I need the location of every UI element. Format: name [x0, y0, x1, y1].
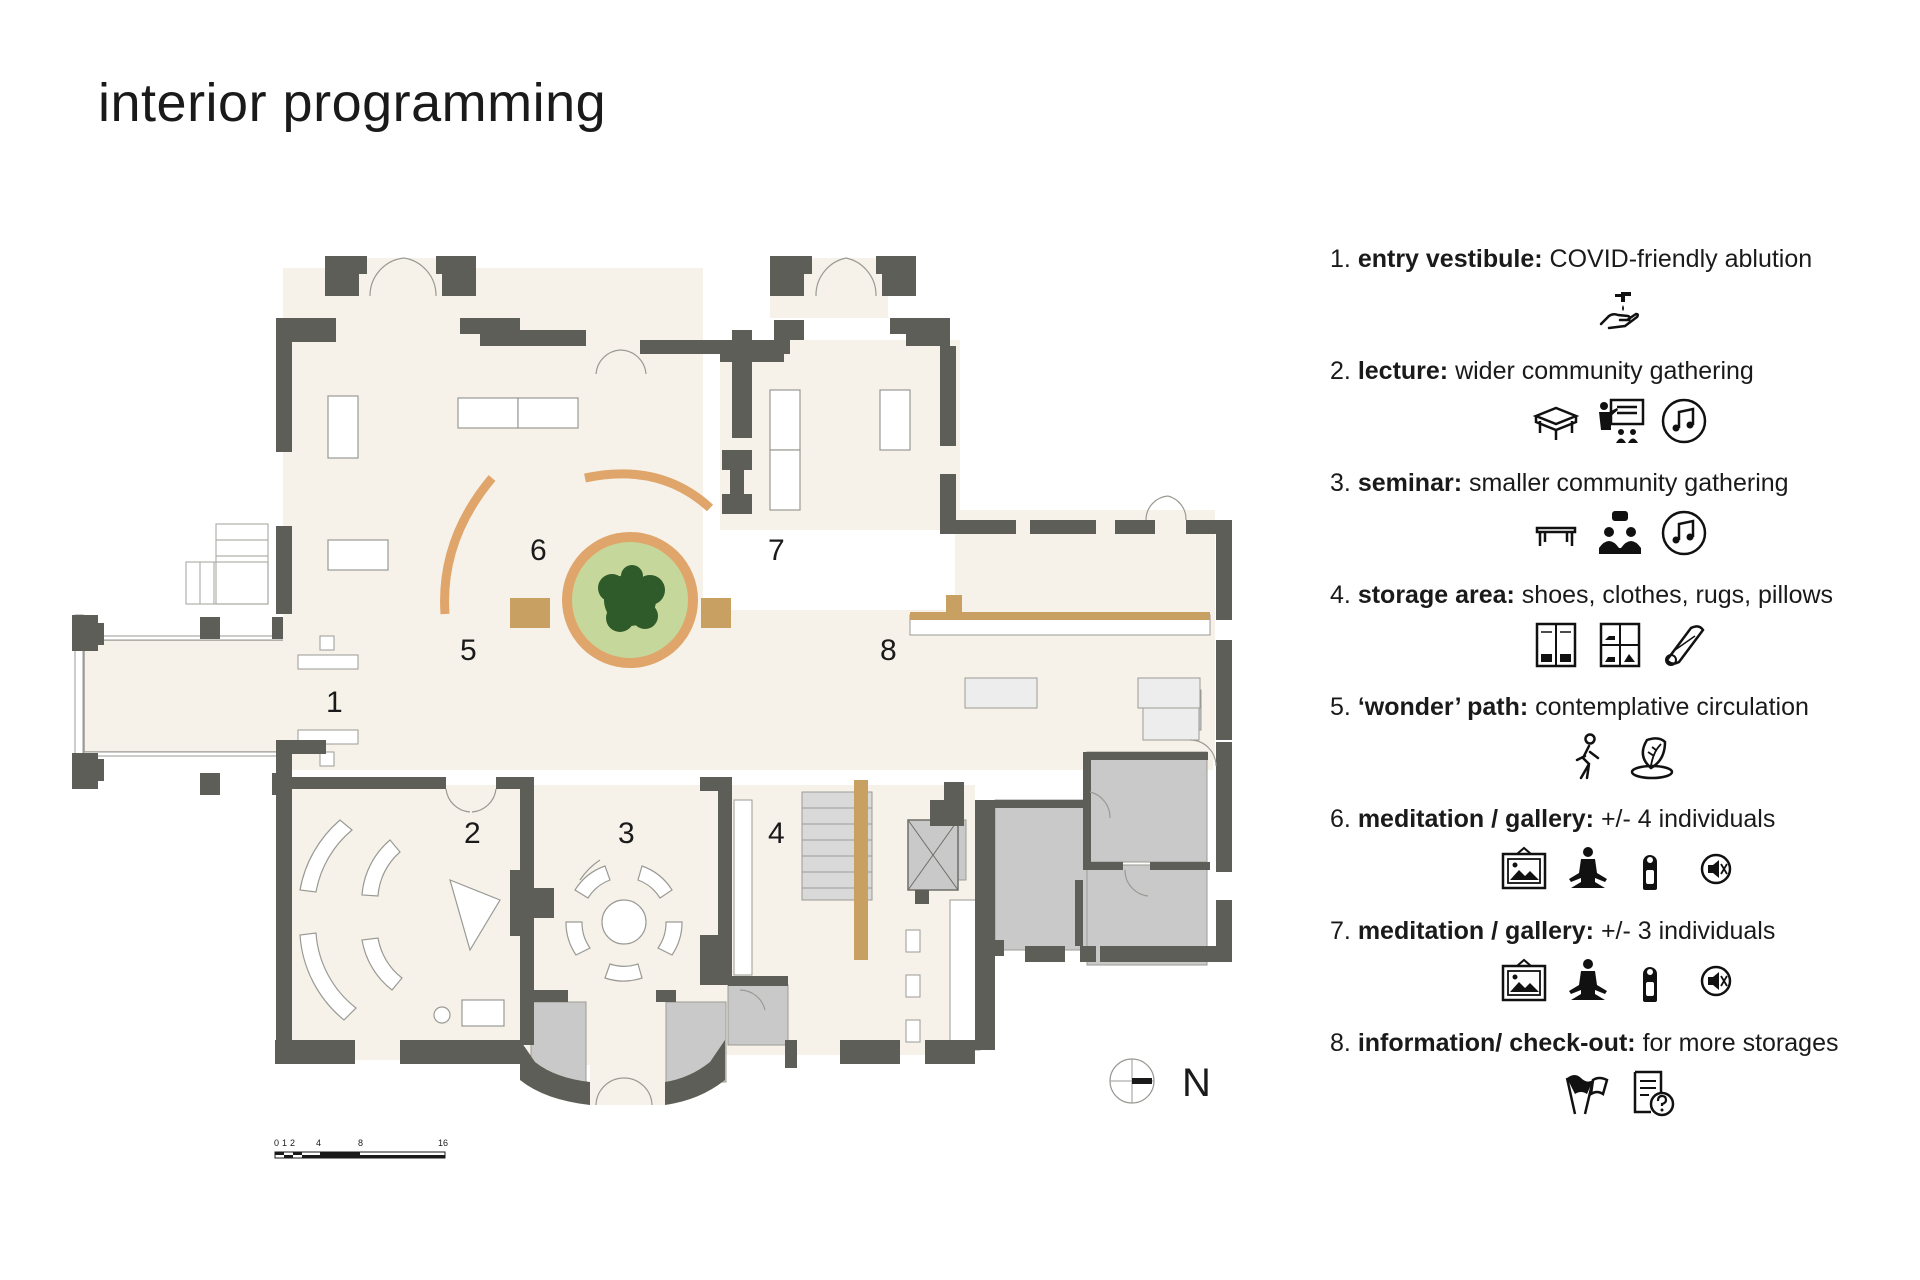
legend-item-7: 7. meditation / gallery: +/- 3 individua… [1330, 916, 1910, 1002]
mute-icon [1700, 853, 1732, 885]
lecture-seating [299, 819, 505, 1027]
shoe-shelf-icon [1599, 622, 1641, 668]
wonder-path [440, 469, 714, 615]
legend-term: ‘wonder’ path: [1357, 693, 1529, 721]
north-arrow: N [1109, 1058, 1211, 1105]
table-icon [1532, 406, 1580, 440]
legend-item-3: 3. seminar: smaller community gathering [1330, 468, 1910, 556]
legend-term: lecture: [1357, 357, 1449, 385]
walking-person-icon [1575, 733, 1600, 780]
small-table-icon [1535, 526, 1577, 546]
legend-item-5: 5. ‘wonder’ path: contemplative circulat… [1330, 692, 1910, 780]
room-label-8: 8 [880, 634, 897, 667]
scale-label-0: 0 [274, 1138, 279, 1148]
legend-num: 6. [1330, 805, 1351, 833]
legend-desc: for more storages [1642, 1029, 1839, 1057]
doors [369, 257, 1217, 1106]
stairs-8 [964, 677, 1201, 741]
scale-bar: 0 1 2 4 8 16 [274, 1138, 448, 1159]
room-label-4: 4 [768, 817, 785, 850]
legend-item-2: 2. lecture: wider community gathering [1330, 356, 1910, 444]
room-label-5: 5 [460, 634, 477, 667]
legend-term: information/ check-out: [1357, 1029, 1636, 1057]
music-icon [1661, 510, 1707, 556]
legend-num: 5. [1330, 693, 1351, 721]
legend-item-4: 4. storage area: shoes, clothes, rugs, p… [1330, 580, 1910, 668]
legend-item-6: 6. meditation / gallery: +/- 4 individua… [1330, 804, 1910, 890]
floor-plan: 1 2 3 4 5 6 7 8 0 1 2 4 8 16 N [72, 256, 1232, 1159]
picture-frame-icon [1501, 958, 1547, 1002]
legend-term: storage area: [1357, 581, 1515, 609]
info-counter [909, 595, 1211, 636]
page-title: interior programming [98, 73, 607, 133]
legend-num: 4. [1330, 581, 1351, 609]
legend-desc: shoes, clothes, rugs, pillows [1521, 581, 1834, 609]
legend-desc: COVID-friendly ablution [1549, 245, 1813, 273]
legend-item-8: 8. information/ check-out: for more stor… [1330, 1028, 1910, 1117]
document-question-icon [1633, 1070, 1675, 1117]
legend-desc: +/- 4 individuals [1600, 805, 1776, 833]
legend-desc: contemplative circulation [1535, 693, 1809, 721]
room-label-3: 3 [618, 817, 635, 850]
legend-desc: wider community gathering [1455, 357, 1754, 385]
flags-icon [1565, 1075, 1609, 1115]
closet-icon [1535, 622, 1577, 668]
room-label-1: 1 [326, 686, 343, 719]
legend-num: 3. [1330, 469, 1351, 497]
discussion-icon [1599, 511, 1641, 554]
room-label-7: 7 [768, 534, 785, 567]
scale-label-1: 1 [282, 1138, 287, 1148]
legend-num: 7. [1330, 917, 1351, 945]
north-label: N [1182, 1061, 1211, 1105]
meditation-icon [1569, 959, 1607, 1000]
presentation-icon [1599, 398, 1645, 443]
walls [275, 256, 1232, 1105]
room-label-6: 6 [530, 534, 547, 567]
music-icon [1661, 398, 1707, 444]
legend-term: meditation / gallery: [1357, 917, 1594, 945]
leaf-water-icon [1630, 737, 1674, 780]
legend-num: 8. [1330, 1029, 1351, 1057]
exterior-stair [185, 523, 269, 605]
room-label-2: 2 [464, 817, 481, 850]
mute-icon [1700, 965, 1732, 997]
scale-label-8: 8 [358, 1138, 363, 1148]
legend-desc: +/- 3 individuals [1600, 917, 1776, 945]
legend-num: 1. [1330, 245, 1351, 273]
legend-item-1: 1. entry vestibule: COVID-friendly ablut… [1330, 244, 1910, 330]
meditation-icon [1569, 847, 1607, 888]
tap-hand-icon [1599, 292, 1640, 330]
legend-term: entry vestibule: [1357, 245, 1543, 273]
legend-term: seminar: [1357, 469, 1463, 497]
do-not-disturb-icon [1643, 967, 1657, 1002]
legend-num: 2. [1330, 357, 1351, 385]
legend-desc: smaller community gathering [1468, 469, 1789, 497]
rolled-rug-icon [1665, 625, 1705, 666]
seminar-seating [565, 859, 683, 982]
entry-portico [72, 614, 295, 795]
picture-frame-icon [1501, 846, 1547, 890]
scale-label-16: 16 [438, 1138, 448, 1148]
scale-label-4: 4 [316, 1138, 321, 1148]
central-garden [510, 532, 731, 668]
legend-term: meditation / gallery: [1357, 805, 1594, 833]
scale-label-2: 2 [290, 1138, 295, 1148]
do-not-disturb-icon [1643, 855, 1657, 890]
benches [327, 389, 911, 571]
